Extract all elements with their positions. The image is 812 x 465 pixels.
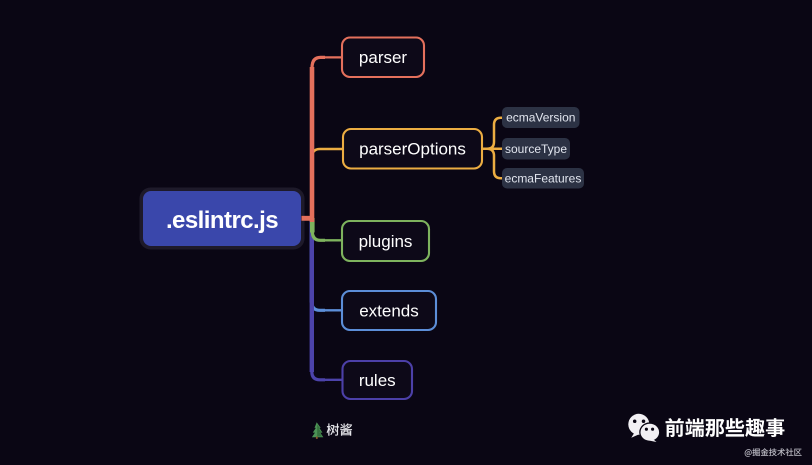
svg-text:ecmaFeatures: ecmaFeatures: [505, 171, 582, 185]
svg-text:parserOptions: parserOptions: [359, 140, 466, 159]
svg-text:rules: rules: [359, 371, 396, 390]
svg-text:sourceType: sourceType: [505, 142, 567, 156]
svg-text:.eslintrc.js: .eslintrc.js: [166, 207, 278, 234]
svg-text:parser: parser: [359, 48, 408, 67]
svg-text:ecmaVersion: ecmaVersion: [506, 111, 575, 125]
svg-text:plugins: plugins: [359, 232, 413, 251]
svg-text:extends: extends: [359, 301, 419, 320]
